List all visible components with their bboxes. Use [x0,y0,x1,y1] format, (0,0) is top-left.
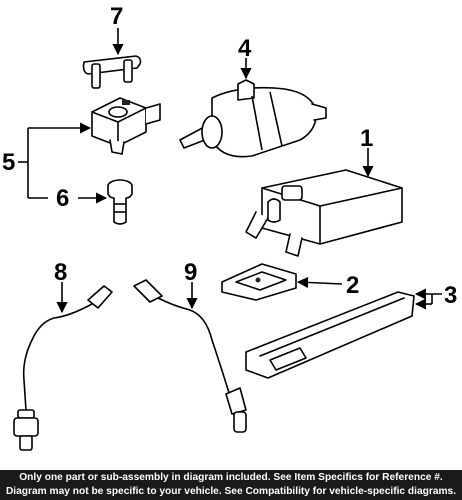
disclaimer-line-1: Only one part or sub-assembly in diagram… [19,472,443,483]
callout-3: 3 [444,282,457,309]
part-9-sensor [133,279,247,433]
part-3-shield [245,291,415,379]
callout-4: 4 [238,35,252,62]
callout-1: 1 [360,125,373,152]
callout-6: 6 [56,185,69,212]
part-6-grommet [107,179,133,225]
callout-9: 9 [184,259,197,286]
callout-8: 8 [54,259,67,286]
part-7-clip [82,55,142,89]
leader-lines [18,28,442,314]
callout-2: 2 [346,272,359,299]
part-8-sensor [13,285,113,451]
part-1-canister [245,169,403,257]
leader-2 [296,276,343,289]
callout-7: 7 [110,3,123,30]
part-4-valve [179,79,327,158]
disclaimer-bar: Only one part or sub-assembly in diagram… [0,470,462,500]
part-5-sensor [91,97,161,155]
part-2-bracket [221,263,297,301]
parts-diagram: 7 4 1 5 6 8 9 2 3 [2,3,457,451]
disclaimer-line-2: Diagram may not be specific to your vehi… [5,486,457,497]
callout-5: 5 [2,149,15,176]
